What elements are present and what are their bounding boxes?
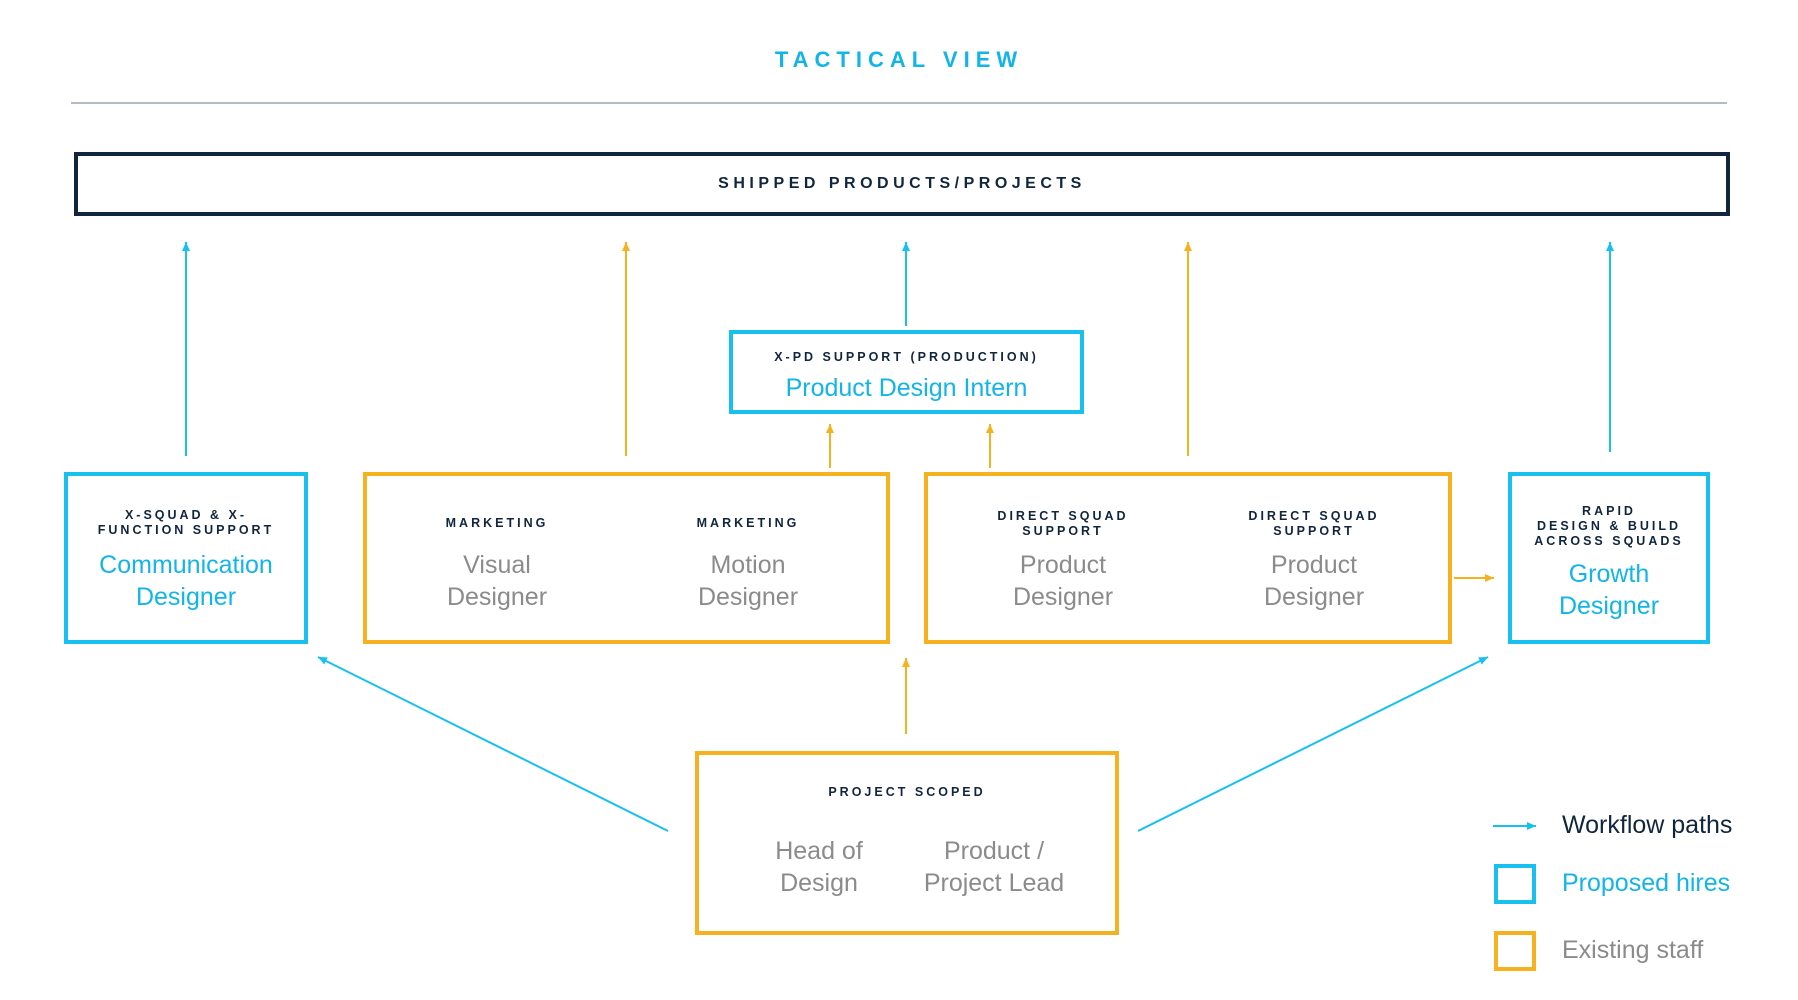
communication-caption-line1: X-SQUAD & X- bbox=[124, 508, 248, 522]
title-divider bbox=[71, 102, 1727, 104]
product1-role-line1: Product bbox=[1019, 551, 1107, 579]
arrow-project-to-communication bbox=[317, 656, 669, 832]
intern-role: Product Design Intern bbox=[785, 374, 1028, 402]
communication-role-line2: Designer bbox=[135, 583, 237, 611]
product1-role-line2: Designer bbox=[1012, 583, 1114, 611]
product1-caption-line1: DIRECT SQUAD bbox=[997, 509, 1129, 523]
motion-role-line2: Designer bbox=[697, 583, 799, 611]
motion-role-line1: Motion bbox=[710, 551, 786, 579]
head-line1: Head of bbox=[775, 837, 863, 865]
arrow-project-to-growth bbox=[1137, 656, 1489, 832]
legend-proposed-label: Proposed hires bbox=[1562, 869, 1731, 897]
growth-role-line2: Designer bbox=[1558, 592, 1660, 620]
communication-designer-box: X-SQUAD & X- FUNCTION SUPPORT Communicat… bbox=[64, 472, 308, 644]
visual-role-line2: Designer bbox=[446, 583, 548, 611]
communication-caption-line2: FUNCTION SUPPORT bbox=[97, 523, 275, 537]
product-designer-2: DIRECT SQUAD SUPPORT Product Designer bbox=[1219, 509, 1409, 613]
project-scoped-box: PROJECT SCOPED Head of Design Product / … bbox=[695, 751, 1119, 935]
legend-existing-swatch bbox=[1494, 931, 1536, 971]
visual-designer: MARKETING Visual Designer bbox=[407, 516, 587, 613]
project-lead: Product / Project Lead bbox=[909, 835, 1079, 899]
shipped-products-bar: SHIPPED PRODUCTS/PROJECTS bbox=[74, 152, 1730, 216]
head-of-design: Head of Design bbox=[739, 835, 899, 899]
intern-caption: X-PD SUPPORT (PRODUCTION) bbox=[774, 350, 1039, 364]
product2-role-line1: Product bbox=[1270, 551, 1358, 579]
legend-workflow-label: Workflow paths bbox=[1562, 811, 1733, 839]
legend-existing-label: Existing staff bbox=[1562, 936, 1704, 964]
visual-caption: MARKETING bbox=[445, 516, 549, 530]
growth-caption-line3: ACROSS SQUADS bbox=[1534, 534, 1684, 548]
product2-role-line2: Designer bbox=[1263, 583, 1365, 611]
product-designer-1: DIRECT SQUAD SUPPORT Product Designer bbox=[968, 509, 1158, 613]
growth-caption-line1: RAPID bbox=[1582, 504, 1636, 518]
motion-caption: MARKETING bbox=[696, 516, 800, 530]
head-line2: Design bbox=[780, 869, 858, 897]
project-caption: PROJECT SCOPED bbox=[828, 785, 986, 799]
product2-caption-line1: DIRECT SQUAD bbox=[1248, 509, 1380, 523]
growth-designer-box: RAPID DESIGN & BUILD ACROSS SQUADS Growt… bbox=[1508, 472, 1710, 644]
lead-line2: Project Lead bbox=[923, 869, 1065, 897]
marketing-box: MARKETING Visual Designer MARKETING Moti… bbox=[363, 472, 890, 644]
page-title: TACTICAL VIEW bbox=[774, 47, 1024, 72]
growth-role-line1: Growth bbox=[1568, 560, 1650, 588]
motion-designer: MARKETING Motion Designer bbox=[658, 516, 838, 613]
visual-role-line1: Visual bbox=[463, 551, 531, 579]
lead-line1: Product / bbox=[943, 837, 1045, 865]
product-design-intern-box: X-PD SUPPORT (PRODUCTION) Product Design… bbox=[729, 330, 1084, 414]
legend-proposed-swatch bbox=[1494, 864, 1536, 904]
squad-support-box: DIRECT SQUAD SUPPORT Product Designer DI… bbox=[924, 472, 1452, 644]
shipped-products-label: SHIPPED PRODUCTS/PROJECTS bbox=[718, 175, 1086, 192]
product2-caption-line2: SUPPORT bbox=[1273, 524, 1355, 538]
communication-role-line1: Communication bbox=[99, 551, 273, 579]
product1-caption-line2: SUPPORT bbox=[1022, 524, 1104, 538]
growth-caption-line2: DESIGN & BUILD bbox=[1536, 519, 1682, 533]
